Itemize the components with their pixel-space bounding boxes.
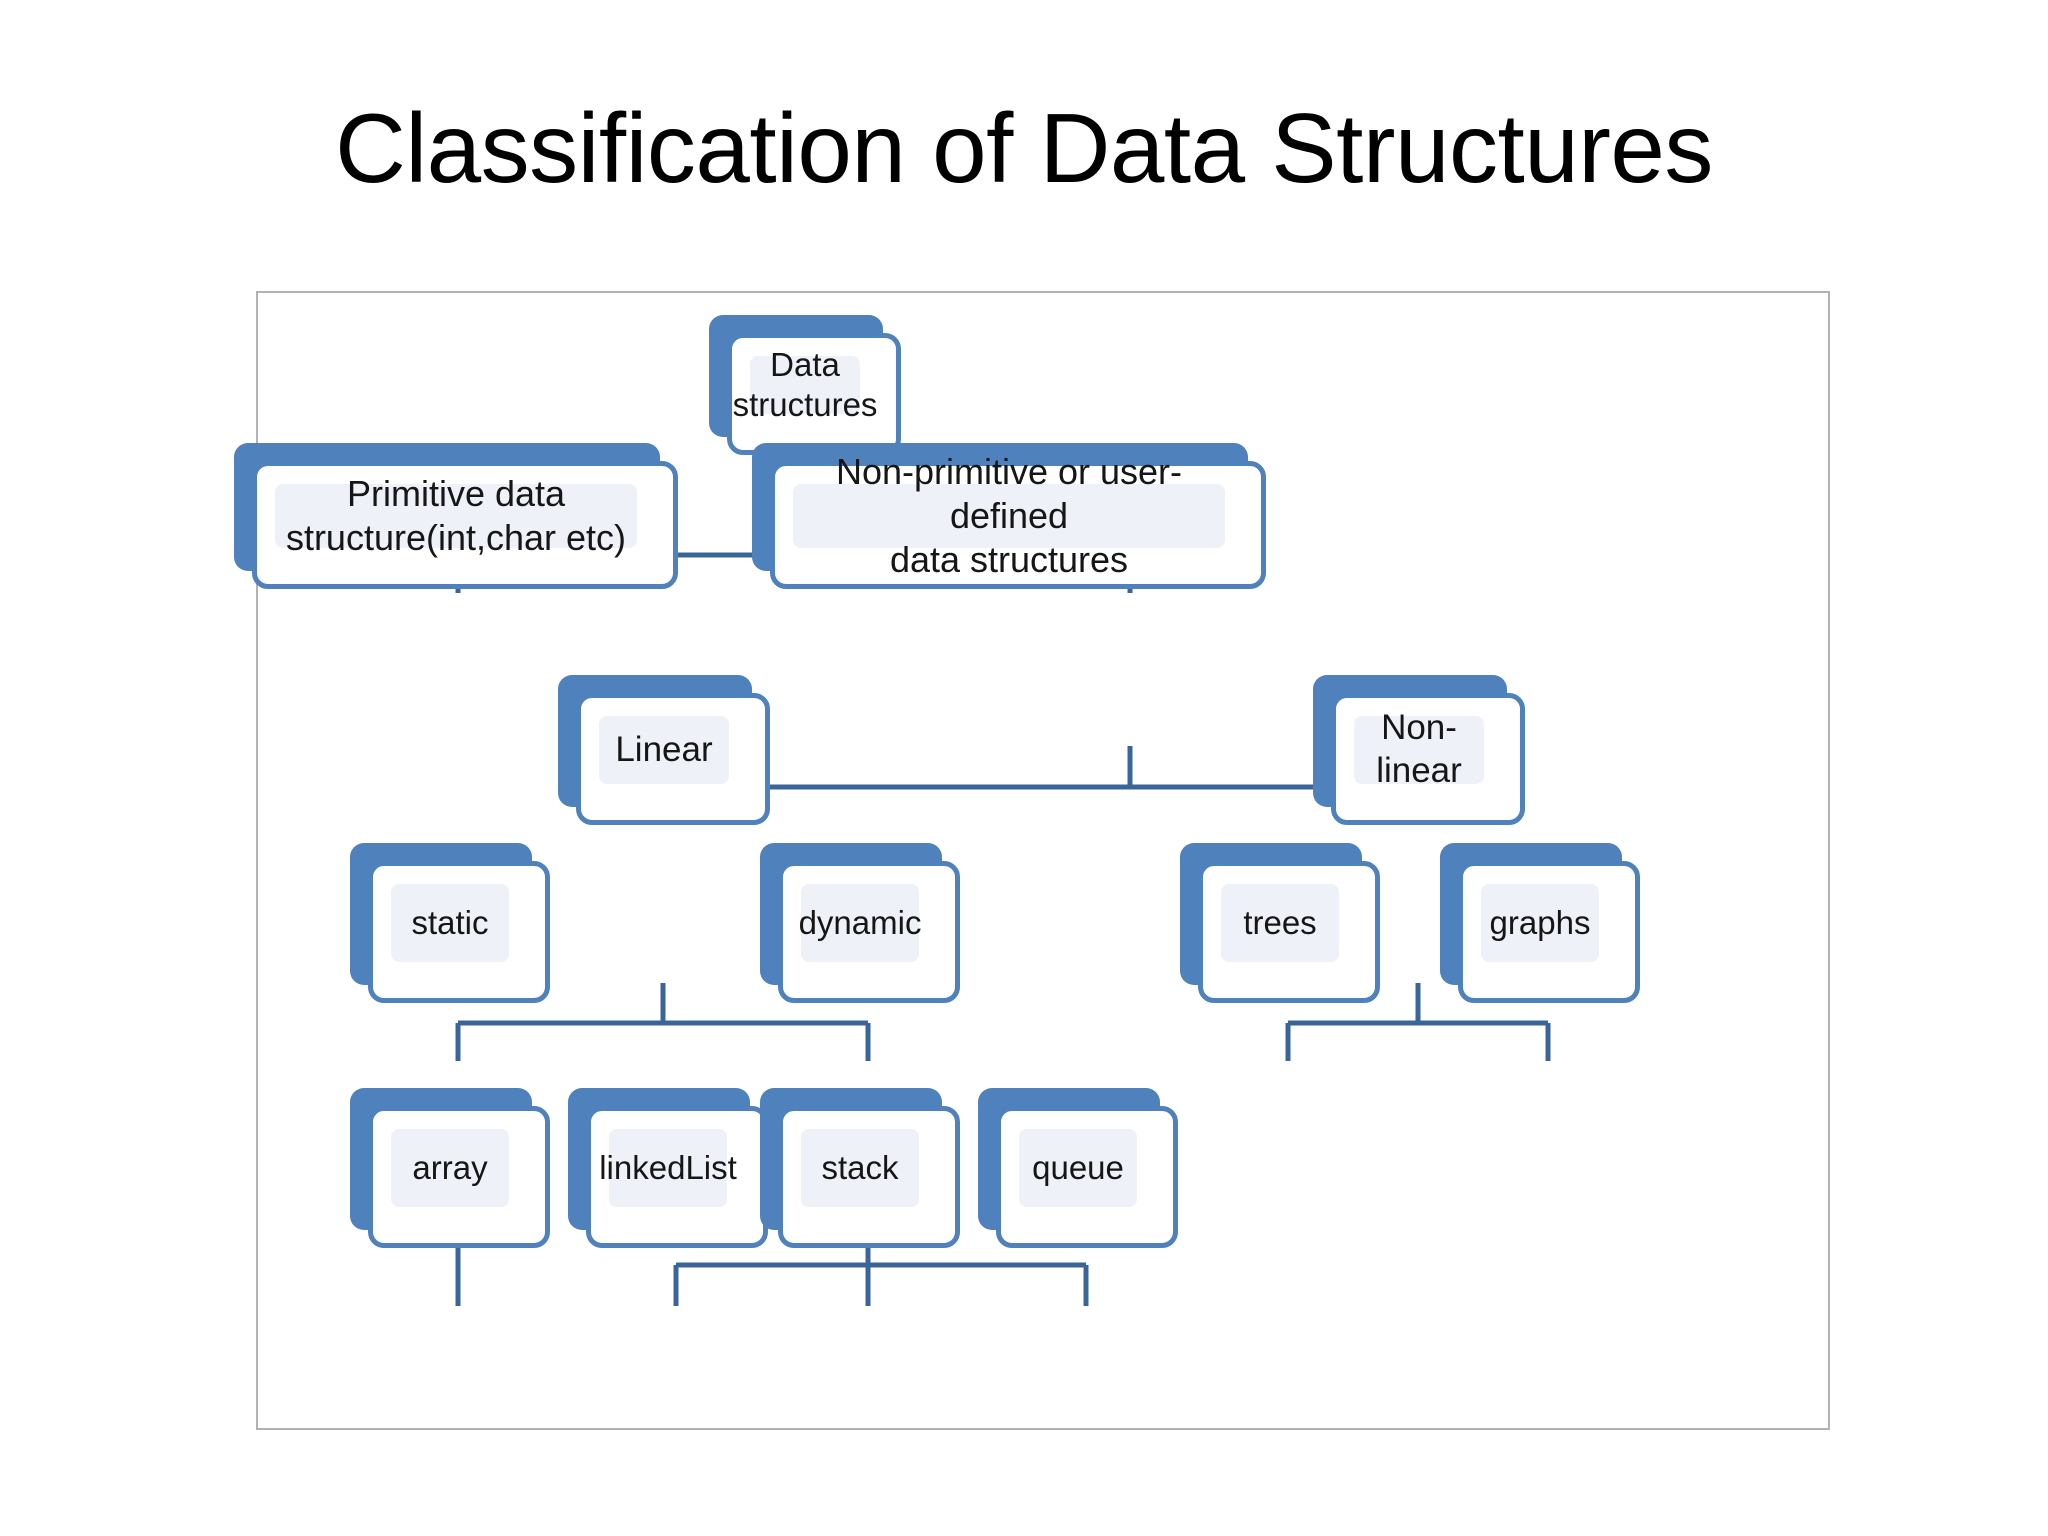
node-card: graphs [1458, 861, 1640, 1003]
node-inner: linkedList [599, 1129, 737, 1207]
node-label: dynamic [798, 903, 922, 941]
node-card: array [368, 1106, 550, 1248]
node-inner: graphs [1481, 884, 1599, 962]
node-trees[interactable]: trees [1180, 843, 1380, 1003]
node-stack[interactable]: stack [760, 1088, 960, 1248]
node-queue[interactable]: queue [978, 1088, 1178, 1248]
node-graphs[interactable]: graphs [1440, 843, 1640, 1003]
node-card: static [368, 861, 550, 1003]
node-card: Linear [576, 693, 770, 825]
node-label: Non-primitive or user-defined data struc… [835, 451, 1183, 580]
node-card: linkedList [586, 1106, 768, 1248]
node-inner: array [391, 1129, 509, 1207]
node-inner: dynamic [799, 884, 921, 962]
diagram-frame: Data structures Primitive data structure… [234, 291, 1830, 1430]
node-label: stack [821, 1148, 899, 1186]
node-linkedlist[interactable]: linkedList [568, 1088, 768, 1248]
node-array[interactable]: array [350, 1088, 550, 1248]
node-inner: static [391, 884, 509, 962]
node-inner: stack [801, 1129, 919, 1207]
node-inner: Primitive data structure(int,char etc) [275, 473, 637, 558]
node-card: Non-primitive or user-defined data struc… [770, 451, 1266, 589]
node-card: Data structures [727, 333, 901, 455]
node-data-structures[interactable]: Data structures [709, 315, 901, 455]
node-label: queue [1032, 1148, 1124, 1186]
node-non-primitive[interactable]: Non-primitive or user-defined data struc… [752, 443, 1266, 589]
node-card: Primitive data structure(int,char etc) [252, 461, 678, 589]
node-label: static [411, 903, 489, 941]
node-inner: Data structures [733, 346, 878, 423]
node-label: Non-linear [1376, 708, 1462, 790]
node-label: Data structures [732, 345, 878, 423]
node-inner: queue [1019, 1129, 1137, 1207]
node-dynamic[interactable]: dynamic [760, 843, 960, 1003]
node-card: trees [1198, 861, 1380, 1003]
node-card: stack [778, 1106, 960, 1248]
node-static[interactable]: static [350, 843, 550, 1003]
node-non-linear[interactable]: Non-linear [1313, 675, 1525, 825]
node-label: Linear [615, 729, 713, 769]
node-label: array [412, 1148, 488, 1186]
node-label: linkedList [599, 1148, 737, 1186]
node-inner: Non-primitive or user-defined data struc… [793, 451, 1225, 580]
node-card: dynamic [778, 861, 960, 1003]
node-card: Non-linear [1331, 693, 1525, 825]
node-label: Primitive data structure(int,char etc) [285, 473, 627, 558]
node-inner: trees [1221, 884, 1339, 962]
page-title: Classification of Data Structures [335, 93, 1713, 203]
node-inner: Linear [599, 716, 729, 784]
node-primitive[interactable]: Primitive data structure(int,char etc) [234, 443, 678, 589]
node-linear[interactable]: Linear [558, 675, 770, 825]
node-label: trees [1243, 903, 1317, 941]
node-card: queue [996, 1106, 1178, 1248]
node-label: graphs [1489, 903, 1591, 941]
node-inner: Non-linear [1354, 708, 1484, 790]
